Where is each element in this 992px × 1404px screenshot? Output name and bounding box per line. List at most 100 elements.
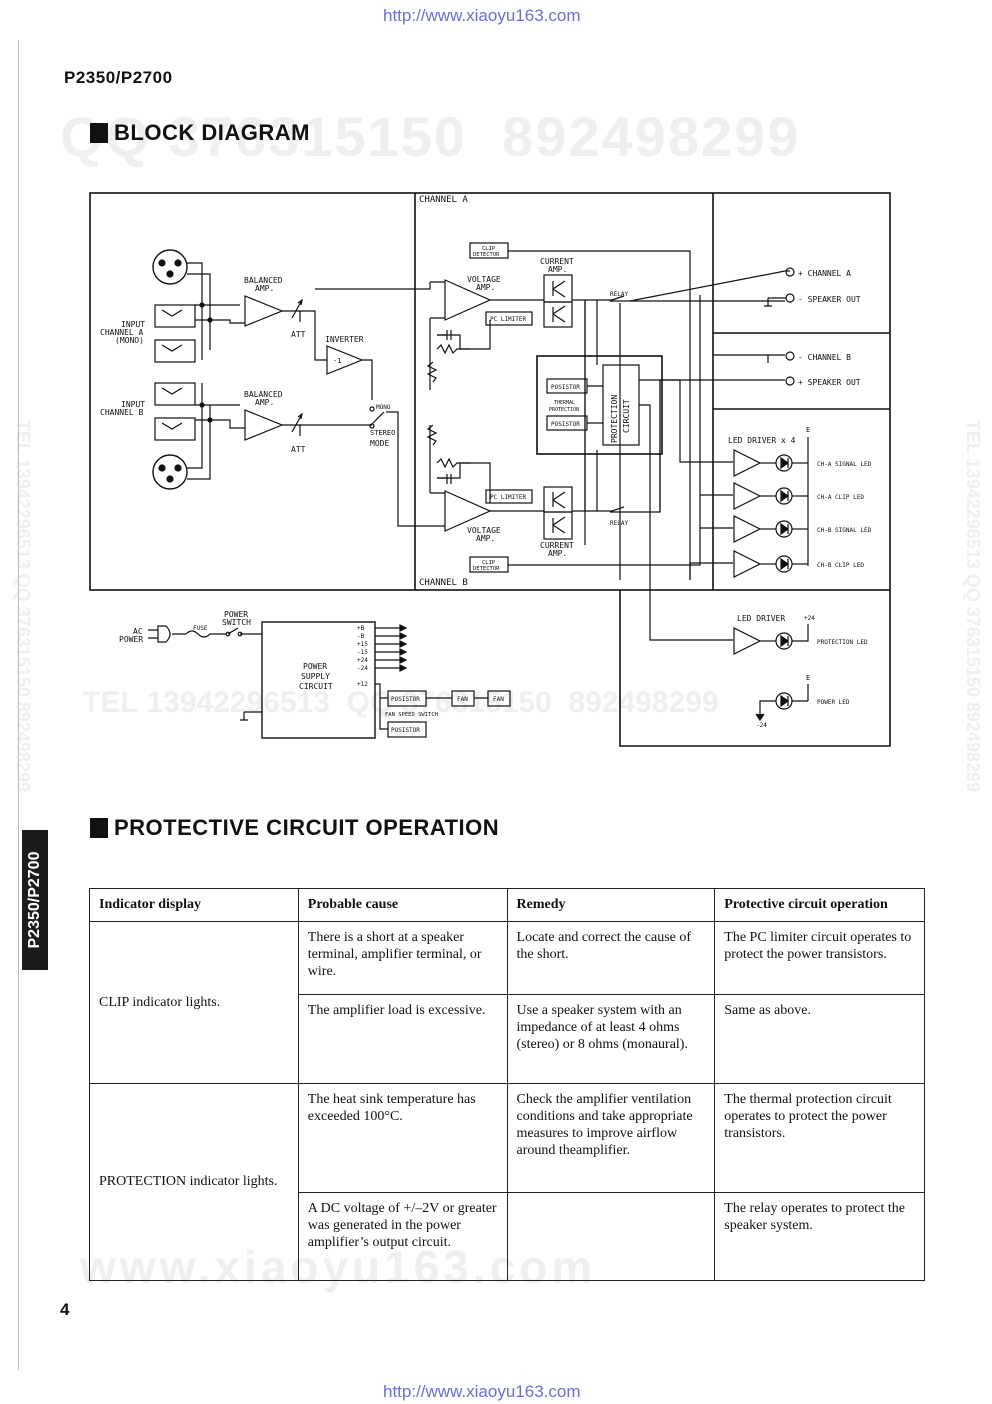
block-diagram-title: BLOCK DIAGRAM xyxy=(114,120,310,145)
table-row: A DC voltage of +/–2V or greater was gen… xyxy=(90,1192,925,1281)
rail-label: +24 xyxy=(357,657,368,664)
input-b-label-2: CHANNEL B xyxy=(100,408,144,417)
att-a-icon xyxy=(282,298,303,322)
resistor-a-icon xyxy=(436,343,470,355)
remedy-cell xyxy=(506,1192,716,1281)
led-driver-x4-label: LED DRIVER x 4 xyxy=(728,436,796,445)
current-amp-b-label-2: AMP. xyxy=(548,549,567,558)
mode-switch-lever xyxy=(371,411,385,425)
led-driver-row-3: CH-B SIGNAL LED xyxy=(733,515,872,543)
mono-label: MONO xyxy=(376,404,391,411)
remedy-cell: Use a speaker system with an impedance o… xyxy=(506,994,716,1084)
header-indicator: Indicator display xyxy=(89,888,299,922)
mode-wiring xyxy=(300,411,440,527)
fan-2-box xyxy=(487,690,511,707)
channel-b-out-wiring xyxy=(659,354,785,512)
protective-heading: PROTECTIVE CIRCUIT OPERATION xyxy=(90,815,499,841)
led-driver-row-1: CH-A SIGNAL LED xyxy=(733,449,872,477)
posistor-b-label: POSISTOR xyxy=(551,421,580,428)
phone-jack-a2-icon xyxy=(154,339,196,363)
terminal-plus-b-icon xyxy=(785,376,795,386)
voltage-amp-b-icon xyxy=(444,490,492,532)
junction-icon xyxy=(199,402,205,408)
voltage-amp-b-label-2: AMP. xyxy=(476,534,495,543)
input-a-label-3: (MONO) xyxy=(115,336,144,345)
fan-1-label: FAN xyxy=(457,696,468,703)
channel-b-wiring xyxy=(429,295,785,580)
att-b-icon xyxy=(282,412,303,436)
block-diagram: CHANNEL A CHANNEL B INPUT CHANNEL A (MON… xyxy=(89,192,891,747)
att-a-label: ATT xyxy=(291,330,306,339)
indicator-protection: PROTECTION indicator lights. xyxy=(89,1083,299,1281)
relay-b-label: RELAY xyxy=(610,520,628,527)
watermark-tel: TEL 13942296513 QQ 376315150 892498299 xyxy=(82,686,719,719)
minus-speaker-out-label: - SPEAKER OUT xyxy=(798,295,861,304)
transistor-b-icon xyxy=(552,491,566,534)
inverter-wiring xyxy=(300,282,431,400)
phone-jack-b1-icon xyxy=(154,382,196,406)
cha-clip-led-label: CH-A CLIP LED xyxy=(817,494,864,501)
balanced-amp-b-label-2: AMP. xyxy=(255,398,274,407)
stereo-label: STEREO xyxy=(370,429,395,437)
psu-label-2: SUPPLY xyxy=(301,672,330,681)
voltage-amp-a-label-1: VOLTAGE xyxy=(467,275,501,284)
resistor-b2-icon xyxy=(426,424,438,446)
psu-fan-wiring xyxy=(375,683,488,730)
e-label-1: E xyxy=(806,426,810,434)
heading-square-icon xyxy=(90,123,108,143)
input-a-label-2: CHANNEL A xyxy=(100,328,144,337)
power-switch-label-2: SWITCH xyxy=(222,618,251,627)
current-amp-a-box-2 xyxy=(543,301,573,328)
rail-label: +15 xyxy=(357,641,368,648)
rail-arrow-icon xyxy=(399,664,408,672)
inverter-label: INVERTER xyxy=(325,335,364,344)
operation-cell: The relay operates to protect the speake… xyxy=(714,1192,925,1281)
voltage-amp-a-icon xyxy=(444,279,492,321)
minus-channel-b-label: - CHANNEL B xyxy=(798,353,851,362)
protection-block-frame xyxy=(536,355,663,455)
rail-label: -15 xyxy=(357,649,368,656)
operation-cell: The thermal protection circuit operates … xyxy=(714,1083,925,1193)
xlr-input-b-icon xyxy=(152,454,188,490)
channel-b-label: CHANNEL B xyxy=(419,578,468,588)
table-row: The amplifier load is excessive. Use a s… xyxy=(90,994,925,1084)
resistor-a2-icon xyxy=(426,361,438,383)
rail-label: -24 xyxy=(357,665,368,672)
balanced-amp-b-label-1: BALANCED xyxy=(244,390,283,399)
xlr-input-a-icon xyxy=(152,249,188,285)
posistor-fan2-box xyxy=(387,721,427,738)
e-label-2: E xyxy=(806,674,810,682)
chb-clip-led-label: CH-B CLIP LED xyxy=(817,562,864,569)
clip-detector-b-label-2: DETECTOR xyxy=(473,566,500,572)
rail-label: -B xyxy=(357,633,365,640)
protection-led-label: PROTECTION LED xyxy=(817,639,868,646)
junction-icon xyxy=(207,317,213,323)
plus12-label: +12 xyxy=(357,681,368,688)
heading-square-icon xyxy=(90,818,108,838)
chb-signal-led-label: CH-B SIGNAL LED xyxy=(817,527,872,534)
phone-jack-a1-icon xyxy=(154,304,196,328)
fan-speed-switch-label: FAN SPEED SWITCH xyxy=(385,712,438,718)
protection-circuit-label-2: CIRCUIT xyxy=(622,399,631,433)
psu-label-1: POWER xyxy=(303,662,327,671)
cause-cell: The amplifier load is excessive. xyxy=(297,994,508,1084)
input-a-wiring xyxy=(187,262,245,360)
remedy-cell: Locate and correct the cause of the shor… xyxy=(506,921,716,995)
remedy-cell: Check the amplifier ventilation conditio… xyxy=(506,1083,716,1193)
balanced-amp-a-icon xyxy=(244,295,284,327)
cause-cell: A DC voltage of +/–2V or greater was gen… xyxy=(297,1192,508,1281)
thermal-label-2: PROTECTION xyxy=(549,407,579,413)
led-driver-icon xyxy=(733,482,762,510)
protection-led-driver-icon xyxy=(733,627,762,655)
source-url-bottom[interactable]: http://www.xiaoyu163.com xyxy=(383,1382,581,1401)
terminal-plus-a-icon xyxy=(785,267,795,277)
protective-title: PROTECTIVE CIRCUIT OPERATION xyxy=(114,815,500,840)
side-tab: P2350/P2700 xyxy=(22,830,48,970)
rail-label: +B xyxy=(357,625,365,632)
ac-label-2: POWER xyxy=(119,635,143,644)
led-driver-row-2: CH-A CLIP LED xyxy=(733,482,864,510)
relay-a-icon xyxy=(610,295,630,302)
balanced-amp-a-label-1: BALANCED xyxy=(244,276,283,285)
source-url-top[interactable]: http://www.xiaoyu163.com xyxy=(383,6,581,25)
indicator-clip: CLIP indicator lights. xyxy=(89,921,299,1084)
